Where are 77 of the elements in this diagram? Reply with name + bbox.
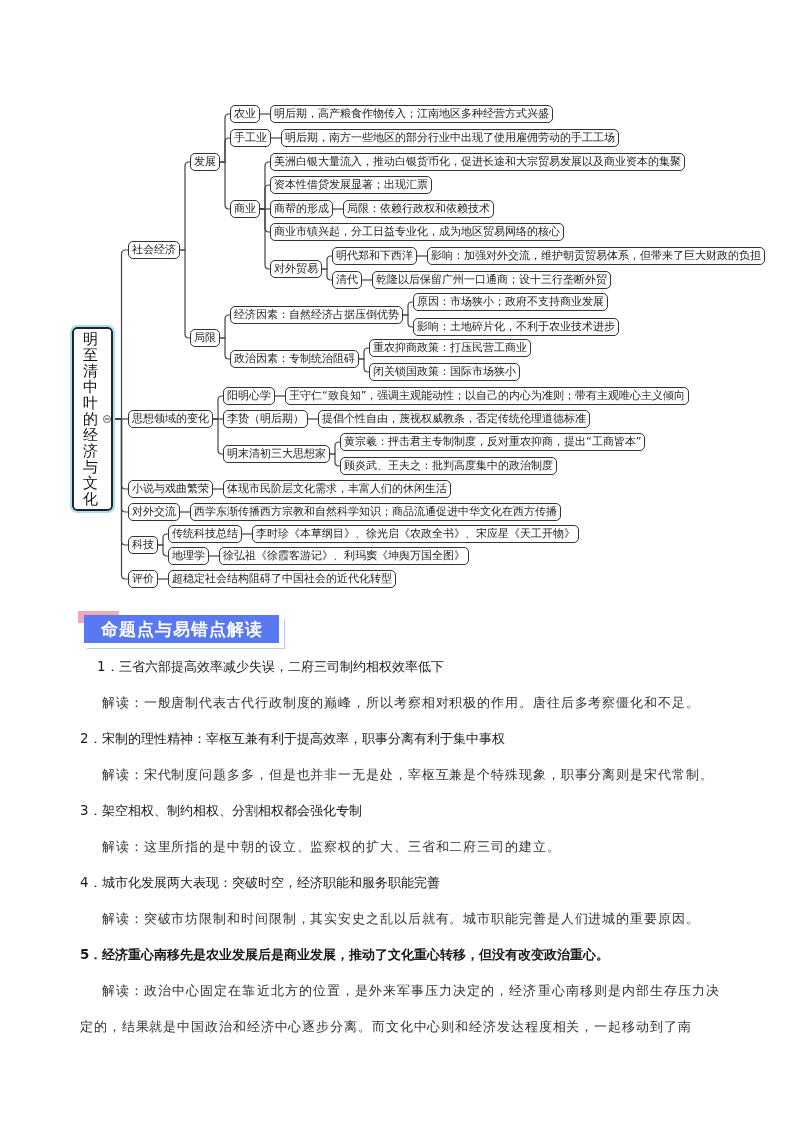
topic-box: 李贽（明后期） <box>223 410 308 428</box>
topic-box: 资本性借贷发展显著；出现汇票 <box>270 176 432 194</box>
connector-line <box>219 337 231 360</box>
topic-box: 局限 <box>190 329 220 347</box>
central-topic-box <box>70 325 115 513</box>
topic-box: 李时珍《本草纲目》、徐光启《农政全书》、宋应星《天工开物》 <box>252 525 579 543</box>
connector-line <box>321 268 333 281</box>
connector-line <box>219 161 231 210</box>
section-banner: 命题点与易错点解读 <box>84 615 279 643</box>
topic-box: 王守仁“致良知”，强调主观能动性；以自己的内心为准则；带有主观唯心主义倾向 <box>285 387 690 405</box>
connector-line <box>241 533 253 535</box>
topic-box: 思想领域的变化 <box>128 410 213 428</box>
connector-line <box>259 113 271 115</box>
topic-box: 明末清初三大思想家 <box>223 445 330 463</box>
topic-box: 明后期，南方一些地区的部分行业中出现了使用雇佣劳动的手工工场 <box>281 129 619 147</box>
topic-box: 美洲白银大量流入，推动白银货币化，促进长途和大宗贸易发展以及商业资本的集聚 <box>270 153 685 171</box>
topic-box: 商业市镇兴起，分工日益专业化，成为地区贸易网络的核心 <box>270 223 564 241</box>
topic-box: 地理学 <box>168 547 209 565</box>
explanation-paragraph: 解读：一般唐制代表古代行政制度的巅峰，所以考察相对积极的作用。唐往后多考察僵化和不足。 <box>101 694 701 712</box>
connector-line <box>274 395 286 397</box>
topic-box: 西学东渐传播西方宗教和自然科学知识；商品流通促进中华文化在西方传播 <box>190 503 561 521</box>
topic-box: 乾隆以后保留广州一口通商；设十三行垄断外贸 <box>372 271 611 289</box>
connector-line <box>416 255 428 257</box>
explanation-paragraph: 解读：政治中心固定在靠近北方的位置，是外来军事压力决定的，经济重心南移则是内部生存压力决定的，结果就是中国政治和经济中心逐步分离。而文化中心则和经济发达程度相关，一起移动到了南 <box>80 982 720 1036</box>
connector-line <box>361 279 373 281</box>
connector-line <box>179 511 191 513</box>
topic-box: 明后期，高产粮食作物传入；江南地区多种经营方式兴盛 <box>270 105 553 123</box>
topic-box: 科技 <box>128 536 158 554</box>
topic-box: 经济因素：自然经济占据压倒优势 <box>230 306 403 324</box>
topic-box: 超稳定社会结构阻碍了中国社会的近代化转型 <box>168 570 396 588</box>
connector-line <box>307 418 319 420</box>
topic-label: 明至清中叶的经济与文化 <box>81 331 99 507</box>
explanation-paragraph: 解读：突破市坊限制和时间限制，其实安史之乱以后就有。城市职能完善是人们进城的重要原因。 <box>101 910 701 928</box>
connector-line <box>179 249 191 339</box>
connector-line <box>270 137 282 139</box>
topic-box: 黄宗羲：抨击君主专制制度，反对重农抑商，提出“工商皆本” <box>340 433 646 451</box>
topic-box: 清代 <box>332 271 362 289</box>
topic-box: 原因：市场狭小；政府不支持商业发展 <box>413 293 608 311</box>
connector-line <box>329 453 341 467</box>
connector-line <box>212 488 224 490</box>
connector-line <box>332 208 344 210</box>
explanation-paragraph: 解读：这里所指的是中朝的设立、监察权的扩大、三省和二府三司的建立。 <box>101 838 562 856</box>
numbered-heading: 4．城市化发展两大表现：突破时空，经济职能和服务职能完善 <box>80 874 440 892</box>
topic-box: 提倡个性自由，蔑视权威教条，否定传统伦理道德标准 <box>318 410 590 428</box>
connector-line <box>358 358 370 373</box>
topic-box: 政治因素：专制统治阻碍 <box>230 350 359 368</box>
topic-box: 闭关锁国政策：国际市场狭小 <box>369 363 520 381</box>
topic-box: 顾炎武、王夫之：批判高度集中的政治制度 <box>340 457 557 475</box>
topic-box: 农业 <box>230 105 260 123</box>
connector-line <box>402 314 414 328</box>
numbered-heading: 2．宋制的理性精神：宰枢互兼有利于提高效率，职事分离有利于集中事权 <box>80 730 505 748</box>
topic-box: 徐弘祖《徐霞客游记》、利玛窦《坤舆万国全图》 <box>219 547 469 565</box>
connector-line <box>208 555 220 557</box>
connector-line <box>157 544 169 557</box>
explanation-paragraph: 解读：宋代制度问题多多，但是也并非一无是处，宰枢互兼是个特殊现象，职事分离则是宋代常制。 <box>101 766 715 784</box>
topic-box: 发展 <box>190 153 220 171</box>
topic-box: 影响：土地碎片化，不利于农业技术进步 <box>413 318 619 336</box>
topic-box: 评价 <box>128 570 158 588</box>
topic-box: 商业 <box>230 200 260 218</box>
connector-line <box>157 578 169 580</box>
numbered-heading: 5．经济重心南移先是农业发展后是商业发展，推动了文化重心转移，但没有改变政治重心。 <box>80 946 610 964</box>
topic-box: 影响：加强对外交流，维护朝贡贸易体系，但带来了巨大财政的负担 <box>427 247 765 265</box>
topic-box: 手工业 <box>230 129 271 147</box>
topic-box: 商帮的形成 <box>270 200 333 218</box>
topic-box: 重农抑商政策：打压民营工商业 <box>369 339 531 357</box>
topic-box: 对外交流 <box>128 503 180 521</box>
topic-box: 对外贸易 <box>270 260 322 278</box>
topic-box: 社会经济 <box>128 241 180 259</box>
connector-line <box>212 418 224 455</box>
numbered-heading: 1．三省六部提高效率减少失误，二府三司制约相权效率低下 <box>97 658 444 676</box>
topic-box: 体现市民阶层文化需求，丰富人们的休闲生活 <box>223 480 451 498</box>
topic-box: 小说与戏曲繁荣 <box>128 480 213 498</box>
numbered-heading: 3．架空相权、制约相权、分割相权都会强化专制 <box>80 802 362 820</box>
topic-box: 明代郑和下西洋 <box>332 247 417 265</box>
topic-box: 局限：依赖行政权和依赖技术 <box>343 200 494 218</box>
topic-box: 传统科技总结 <box>168 525 242 543</box>
topic-box: 阳明心学 <box>223 387 275 405</box>
